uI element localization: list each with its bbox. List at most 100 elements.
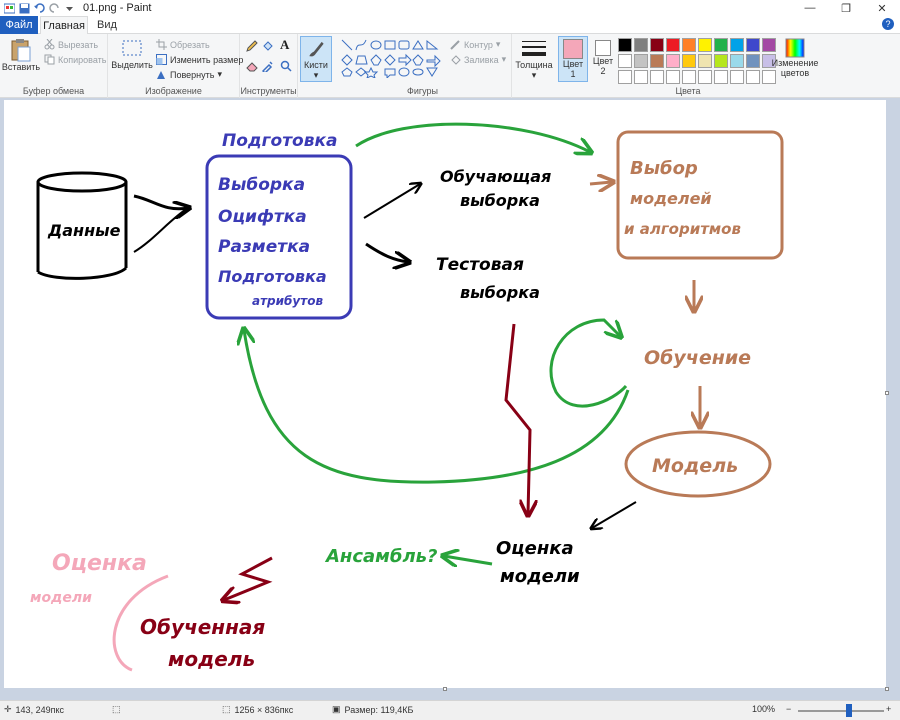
clipboard-group-label: Буфер обмена bbox=[22, 86, 85, 96]
zoom-slider-thumb[interactable] bbox=[846, 704, 852, 717]
text-tool-icon[interactable]: A bbox=[280, 37, 290, 52]
paint-app-icon bbox=[4, 3, 15, 13]
color-picker-icon[interactable] bbox=[262, 60, 274, 72]
color-swatch[interactable] bbox=[698, 54, 712, 68]
color-swatch[interactable] bbox=[618, 38, 632, 52]
color-swatch[interactable] bbox=[666, 38, 680, 52]
cut-button[interactable]: Вырезать bbox=[44, 39, 98, 50]
line-thickness-icon bbox=[522, 41, 546, 56]
color-swatch[interactable] bbox=[634, 70, 648, 84]
model-label: Модель bbox=[652, 455, 738, 477]
color-swatch[interactable] bbox=[762, 38, 776, 52]
colors-group: Цвет 1 Цвет 2 Цвета bbox=[556, 34, 820, 98]
color-swatch[interactable] bbox=[730, 54, 744, 68]
color-swatch[interactable] bbox=[666, 54, 680, 68]
color-swatch[interactable] bbox=[746, 38, 760, 52]
color-swatch[interactable] bbox=[682, 38, 696, 52]
fill-icon bbox=[451, 55, 461, 65]
color1-button[interactable]: Цвет 1 bbox=[558, 36, 588, 82]
save-icon[interactable] bbox=[19, 3, 30, 14]
copy-button[interactable]: Копировать bbox=[44, 54, 106, 65]
color-swatch[interactable] bbox=[762, 70, 776, 84]
color-swatch[interactable] bbox=[682, 54, 696, 68]
file-size: ▣ Размер: 119,4КБ bbox=[332, 704, 413, 715]
outline-button[interactable]: Контур ▾ bbox=[450, 39, 500, 50]
pencil-icon[interactable] bbox=[246, 40, 258, 52]
select-button[interactable]: Выделить bbox=[111, 38, 153, 70]
color-swatch[interactable] bbox=[746, 54, 760, 68]
evaluation-label: модели bbox=[500, 566, 580, 587]
color-swatch[interactable] bbox=[714, 54, 728, 68]
fill-bucket-icon[interactable] bbox=[262, 40, 274, 52]
size-button[interactable]: Толщина ▾ bbox=[515, 38, 553, 81]
close-button[interactable]: ✕ bbox=[877, 2, 887, 15]
color2-button[interactable]: Цвет 2 bbox=[590, 38, 616, 76]
customize-toolbar-icon[interactable] bbox=[64, 3, 75, 14]
pink-evaluation-label: модели bbox=[30, 590, 92, 606]
color-swatch[interactable] bbox=[730, 70, 744, 84]
train-sample-label: Обучающая bbox=[440, 167, 551, 186]
arrow-prep-to-model-choice bbox=[355, 122, 590, 152]
color-swatch[interactable] bbox=[618, 54, 632, 68]
color-swatch[interactable] bbox=[634, 38, 648, 52]
rotate-button[interactable]: Повернуть ▾ bbox=[156, 69, 222, 80]
status-bar: ✛ 143, 249пкс ⬚ ⬚ 1256 × 836пкс ▣ Размер… bbox=[0, 700, 900, 720]
color-swatch[interactable] bbox=[714, 70, 728, 84]
shapes-group: Контур ▾ Заливка ▾ Фигуры bbox=[334, 34, 512, 98]
eraser-icon[interactable] bbox=[246, 60, 258, 72]
color2-label: Цвет 2 bbox=[592, 56, 614, 76]
resize-icon bbox=[156, 54, 167, 65]
tab-file[interactable]: Файл bbox=[0, 16, 38, 34]
color-swatch[interactable] bbox=[698, 38, 712, 52]
zoom-in-button[interactable]: + bbox=[886, 704, 891, 714]
fill-button[interactable]: Заливка ▾ bbox=[450, 54, 506, 65]
pink-arc bbox=[112, 574, 169, 672]
zoom-out-button[interactable]: − bbox=[786, 704, 791, 714]
shapes-gallery[interactable] bbox=[340, 38, 446, 78]
crop-button[interactable]: Обрезать bbox=[156, 39, 210, 50]
color-swatch[interactable] bbox=[650, 38, 664, 52]
edit-colors-button[interactable]: Изменение цветов bbox=[770, 38, 820, 78]
color-swatch[interactable] bbox=[666, 70, 680, 84]
drawing-canvas[interactable]: Данные Подготовка Выборка Оцифтка Размет… bbox=[4, 100, 886, 688]
color-swatch[interactable] bbox=[714, 38, 728, 52]
arrow-test-to-evaluation bbox=[504, 323, 530, 514]
zoom-level: 100% bbox=[752, 704, 775, 714]
color-swatch[interactable] bbox=[650, 54, 664, 68]
arrow-prep-to-train bbox=[363, 184, 420, 219]
resize-handle-corner[interactable] bbox=[885, 687, 889, 691]
tab-home[interactable]: Главная bbox=[40, 16, 88, 35]
color-swatch[interactable] bbox=[618, 70, 632, 84]
redo-icon[interactable] bbox=[49, 2, 60, 14]
help-button[interactable]: ? bbox=[882, 18, 894, 30]
undo-icon[interactable] bbox=[34, 2, 45, 14]
image-group: Выделить Обрезать Изменить размер Поверн… bbox=[108, 34, 243, 98]
ribbon-tabs: Файл Главная Вид ? bbox=[0, 16, 900, 35]
tab-view[interactable]: Вид bbox=[97, 19, 117, 31]
restore-button[interactable]: ❐ bbox=[841, 2, 851, 15]
color-swatch[interactable] bbox=[650, 70, 664, 84]
color1-swatch bbox=[563, 39, 583, 59]
resize-button[interactable]: Изменить размер bbox=[156, 54, 243, 65]
zoom-slider-track[interactable] bbox=[798, 710, 884, 712]
magnifier-icon[interactable] bbox=[280, 60, 292, 72]
arrow-ensemble-to-trained bbox=[224, 556, 273, 600]
brushes-button[interactable]: Кисти ▾ bbox=[300, 36, 332, 82]
window-controls: — ❐ ✕ bbox=[792, 0, 900, 16]
data-cylinder bbox=[36, 171, 128, 280]
color-swatch[interactable] bbox=[762, 54, 776, 68]
color-swatch[interactable] bbox=[746, 70, 760, 84]
color-swatch[interactable] bbox=[682, 70, 696, 84]
resize-handle-right[interactable] bbox=[885, 391, 889, 395]
minimize-button[interactable]: — bbox=[804, 2, 816, 14]
paste-button[interactable]: Вставить bbox=[2, 38, 40, 72]
chevron-down-icon: ▾ bbox=[495, 39, 501, 49]
color-swatch[interactable] bbox=[698, 70, 712, 84]
color-swatch[interactable] bbox=[634, 54, 648, 68]
data-label: Данные bbox=[47, 221, 121, 240]
color-swatch[interactable] bbox=[730, 38, 744, 52]
resize-handle-bottom[interactable] bbox=[443, 687, 447, 691]
ensemble-label: Ансамбль? bbox=[324, 546, 437, 567]
prep-item: Выборка bbox=[218, 175, 305, 195]
crop-label: Обрезать bbox=[170, 39, 210, 50]
